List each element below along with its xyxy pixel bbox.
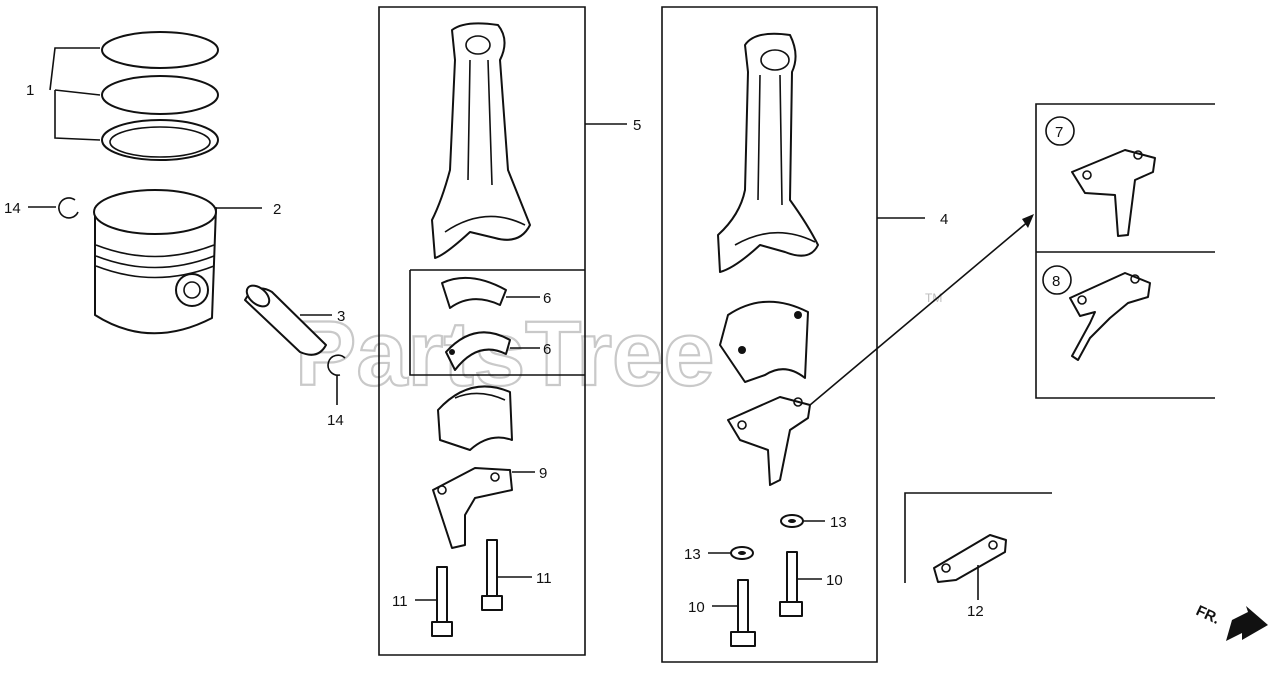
cap-plate-12[interactable] [933,534,1007,583]
variant-7-circle [1045,116,1075,146]
bearing-sub-box [409,269,585,376]
piston[interactable] [93,189,217,335]
callout-6b[interactable]: 6 [543,341,551,358]
detail-pointer [809,219,1031,406]
callout-7[interactable]: 7 [1055,124,1063,141]
oil-dipper-variant-8[interactable] [1069,272,1151,361]
oil-dipper-2[interactable] [727,396,811,486]
pointer-arrowhead [1022,214,1034,228]
callout-6a[interactable]: 6 [543,290,551,307]
bearing-half-lower[interactable] [445,331,511,371]
bearing-leaders [506,296,540,349]
plate-box [904,492,1052,583]
front-direction-arrow: FR. [1193,602,1268,641]
rod-bolt-11-left[interactable] [431,566,453,637]
front-direction-label: FR. [1193,602,1222,628]
callout-2[interactable]: 2 [273,201,281,218]
piston-pin-clip-left[interactable] [58,197,79,219]
callout-9[interactable]: 9 [539,465,547,482]
piston-pin-clip-right[interactable] [327,354,346,376]
rod-assembly-box [378,6,586,656]
lock-washer-13-upper[interactable] [780,514,804,528]
callout-10b[interactable]: 10 [688,599,705,616]
callout-5[interactable]: 5 [633,117,641,134]
bearing-half-upper[interactable] [441,276,507,309]
rod-cap-2[interactable] [719,300,809,383]
callout-11a[interactable]: 11 [536,570,552,587]
rod-cap[interactable] [437,385,513,451]
oil-dipper-variant-7[interactable] [1071,149,1156,237]
rod-bolt-11-right[interactable] [481,539,503,611]
rod-bolt-10-right[interactable] [779,551,803,617]
variant-detail-box [1035,103,1215,399]
callout-14b[interactable]: 14 [327,412,344,429]
callout-8[interactable]: 8 [1052,273,1060,290]
oil-dipper-9[interactable] [432,467,513,549]
connecting-rod-2[interactable] [717,32,819,273]
callout-4[interactable]: 4 [940,211,948,228]
callout-13a[interactable]: 13 [830,514,847,531]
callout-11b[interactable]: 11 [392,593,408,610]
washer13-leaders [708,520,825,554]
callout-12[interactable]: 12 [967,603,984,620]
variant-8-circle [1042,265,1072,295]
callout-13b[interactable]: 13 [684,546,701,563]
rod-bolt-10-left[interactable] [730,579,756,647]
bolt10-leaders [712,578,822,607]
rod-assembly-box-2 [661,6,878,663]
callout-1[interactable]: 1 [26,82,34,99]
callout-14a[interactable]: 14 [4,200,21,217]
bolt11-leaders [415,576,532,601]
lock-washer-13-lower[interactable] [730,546,754,560]
piston-rings[interactable] [101,31,219,161]
callout-3[interactable]: 3 [337,308,345,325]
watermark-tm: TM [925,291,942,305]
callout-10a[interactable]: 10 [826,572,843,589]
connecting-rod[interactable] [431,22,531,259]
ring-leader-lines [49,47,101,141]
piston-pin[interactable] [243,282,327,356]
